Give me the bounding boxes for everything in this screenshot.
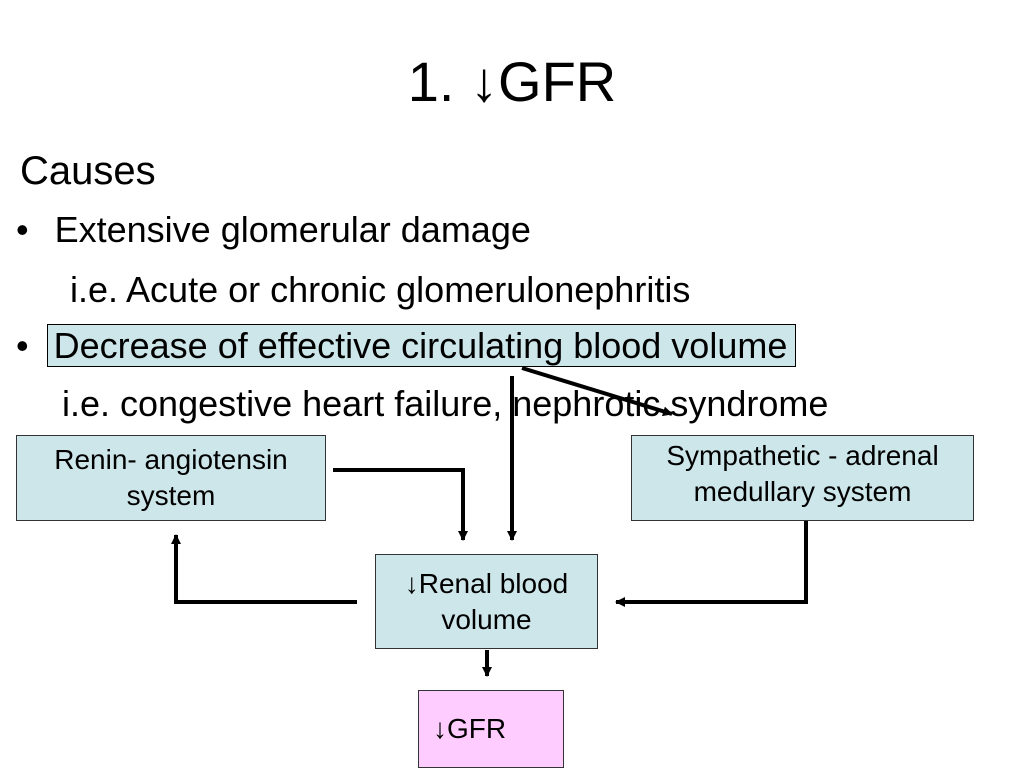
arrow-renin-to-renal [333,468,468,541]
bullet-1: • Extensive glomerular damage [16,208,531,252]
renal-blood-volume-box: ↓Renal blood volume [375,554,598,649]
sympathetic-box-line2: medullary system [693,476,912,507]
cause-2-text-highlight: Decrease of effective circulating blood … [46,324,797,367]
causes-heading: Causes [20,149,156,193]
slide-title: 1. ↓GFR [407,50,617,113]
renin-box-line2: system [126,480,216,511]
arrow-renal-to-renin [171,534,357,604]
gfr-box-label: ↓GFR [433,713,507,744]
arrow-volume-to-sympathetic [521,366,673,417]
bullet-marker: • [16,325,29,366]
sympathetic-box-line1: Sympathetic - adrenal [666,440,939,471]
renal-box-line1: ↓Renal blood [404,567,569,599]
arrow-sympathetic-to-renal [615,521,808,607]
bullet-2: • Decrease of effective circulating bloo… [16,324,797,368]
cause-2-example: i.e. congestive heart failure, nephrotic… [62,383,829,424]
gfr-box: ↓GFR [418,690,564,768]
sympathetic-adrenal-box: Sympathetic - adrenal medullary system [631,435,974,521]
bullet-marker: • [16,209,29,250]
cause-1-example: i.e. Acute or chronic glomerulonephritis [70,269,691,310]
cause-1-text: Extensive glomerular damage [54,209,531,250]
renin-box-line1: Renin- angiotensin [54,444,288,475]
renal-box-line2: volume [441,603,532,635]
renin-angiotensin-box: Renin- angiotensin system [16,435,326,521]
